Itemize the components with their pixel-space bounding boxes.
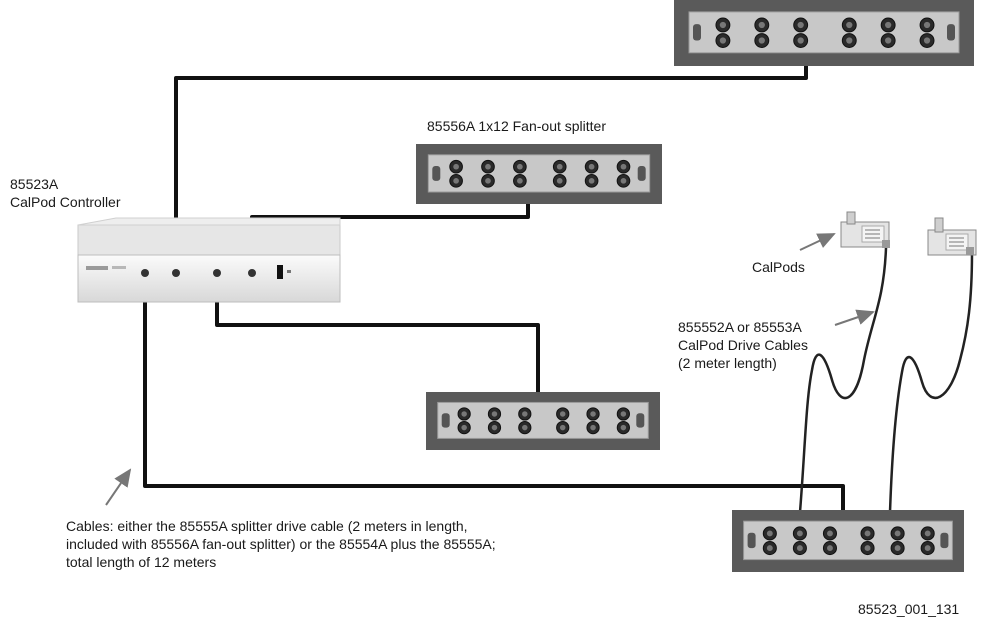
controller-port-1: [141, 269, 149, 277]
drive-cables-arrow: [834, 309, 875, 326]
controller-port-2: [172, 269, 180, 277]
cables-note-line-3: total length of 12 meters: [66, 554, 217, 570]
drive-cables-line-1: 855552A or 85553A: [678, 319, 802, 335]
splitter-lower: [426, 392, 660, 450]
cables-note-line-2: included with 85556A fan-out splitter) o…: [66, 536, 496, 552]
calpod-controller: [77, 217, 341, 303]
drive-cables-line-2: CalPod Drive Cables: [678, 337, 808, 353]
figure-id: 85523_001_131: [858, 601, 960, 617]
splitter-label: 85556A 1x12 Fan-out splitter: [427, 118, 607, 134]
splitter-top: [674, 0, 974, 66]
calpods-label: CalPods: [752, 259, 805, 275]
calpod-drive-cables: [798, 247, 974, 513]
controller-label: 85523A CalPod Controller: [10, 175, 121, 211]
cable-to-bottom-splitter: [143, 272, 845, 532]
calpod-2: [927, 217, 977, 256]
cables-note-arrow: [105, 468, 132, 506]
drive-cables-line-3: (2 meter length): [678, 355, 777, 371]
drive-cables-label: 855552A or 85553A CalPod Drive Cables (2…: [678, 318, 808, 372]
cables-note-line-1: Cables: either the 85555A splitter drive…: [66, 518, 468, 534]
power-switch: [277, 265, 283, 279]
calpods-arrow: [799, 233, 836, 251]
splitter-bottom-right: [732, 510, 964, 572]
cables-note: Cables: either the 85555A splitter drive…: [66, 517, 496, 571]
calpod-1: [840, 211, 890, 248]
splitter-middle: [416, 144, 662, 204]
controller-model: 85523A: [10, 176, 59, 192]
drive-cable-2: [888, 251, 974, 513]
fan-out-splitters: [416, 0, 974, 572]
drive-cable-1: [798, 247, 888, 513]
controller-port-4: [248, 269, 256, 277]
controller-name: CalPod Controller: [10, 194, 121, 210]
callout-arrows: [105, 233, 875, 506]
controller-port-3: [213, 269, 221, 277]
